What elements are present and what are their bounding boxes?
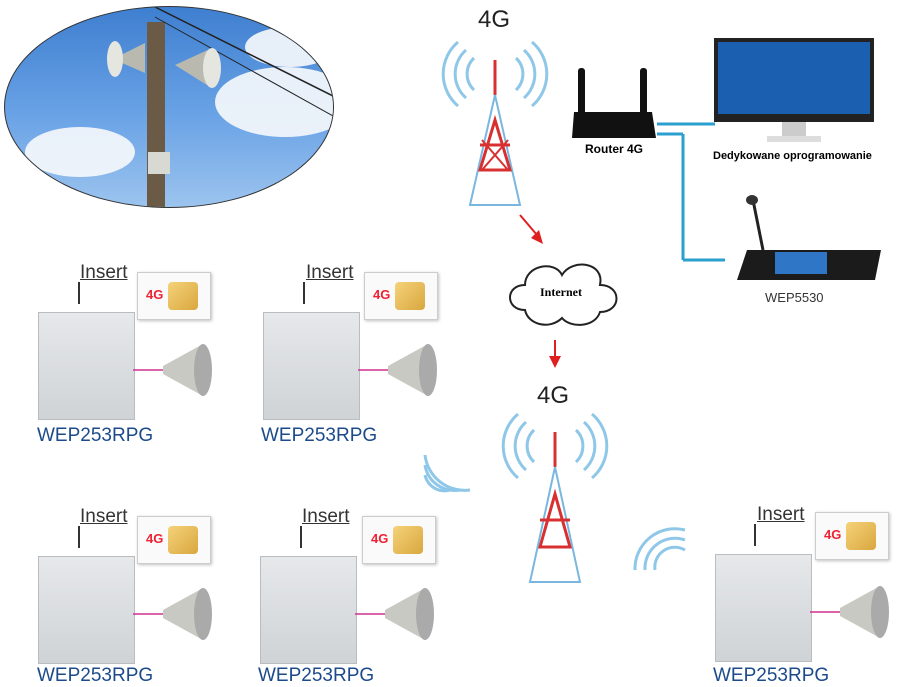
router-label: Router 4G [585, 142, 644, 156]
device-box [38, 556, 135, 664]
router-icon [572, 68, 656, 138]
device-box [38, 312, 135, 420]
horn-speaker-icon [358, 344, 437, 396]
sim-card-icon: 4G [362, 516, 436, 564]
loudspeaker-pole-photo [4, 6, 334, 208]
device-box [715, 554, 812, 662]
cell-tower-icon [501, 412, 609, 583]
device-model-label: WEP253RPG [258, 665, 375, 686]
pole-icon [107, 7, 333, 207]
horn-speaker-icon [355, 588, 434, 640]
insert-label: Insert [757, 504, 805, 525]
sim-card-icon: 4G [137, 272, 211, 320]
insert-arrow [78, 282, 80, 304]
insert-label: Insert [306, 262, 354, 283]
device-box [263, 312, 360, 420]
sim-card-icon: 4G [815, 512, 889, 560]
insert-arrow [754, 524, 756, 546]
insert-label: Insert [80, 506, 128, 527]
red-arrows [519, 214, 561, 368]
insert-label: Insert [302, 506, 350, 527]
cell-tower-icon [441, 40, 549, 206]
sim-card-icon: 4G [364, 272, 438, 320]
horn-speaker-icon [810, 586, 889, 638]
insert-label: Insert [80, 262, 128, 283]
network-link-lines [657, 122, 725, 262]
device-model-label: WEP253RPG [261, 425, 378, 446]
paging-console-icon [737, 195, 881, 280]
device-model-label: WEP253RPG [713, 665, 830, 686]
tower-top-label: 4G [478, 6, 511, 33]
console-label: WEP5530 [765, 290, 824, 305]
device-box [260, 556, 357, 664]
device-model-label: WEP253RPG [37, 425, 154, 446]
signal-waves-right [633, 527, 686, 571]
insert-arrow [303, 282, 305, 304]
sim-card-icon: 4G [137, 516, 211, 564]
horn-speaker-icon [133, 344, 212, 396]
computer-monitor-icon [714, 38, 874, 142]
software-label: Dedykowane oprogramowanie [713, 150, 872, 162]
tower-bottom-label: 4G [537, 382, 570, 409]
internet-label: Internet [540, 285, 582, 299]
internet-cloud-icon [509, 263, 618, 326]
horn-speaker-icon [133, 588, 212, 640]
insert-arrow [300, 526, 302, 548]
device-model-label: WEP253RPG [37, 665, 154, 686]
signal-waves-left [423, 454, 471, 493]
insert-arrow [78, 526, 80, 548]
